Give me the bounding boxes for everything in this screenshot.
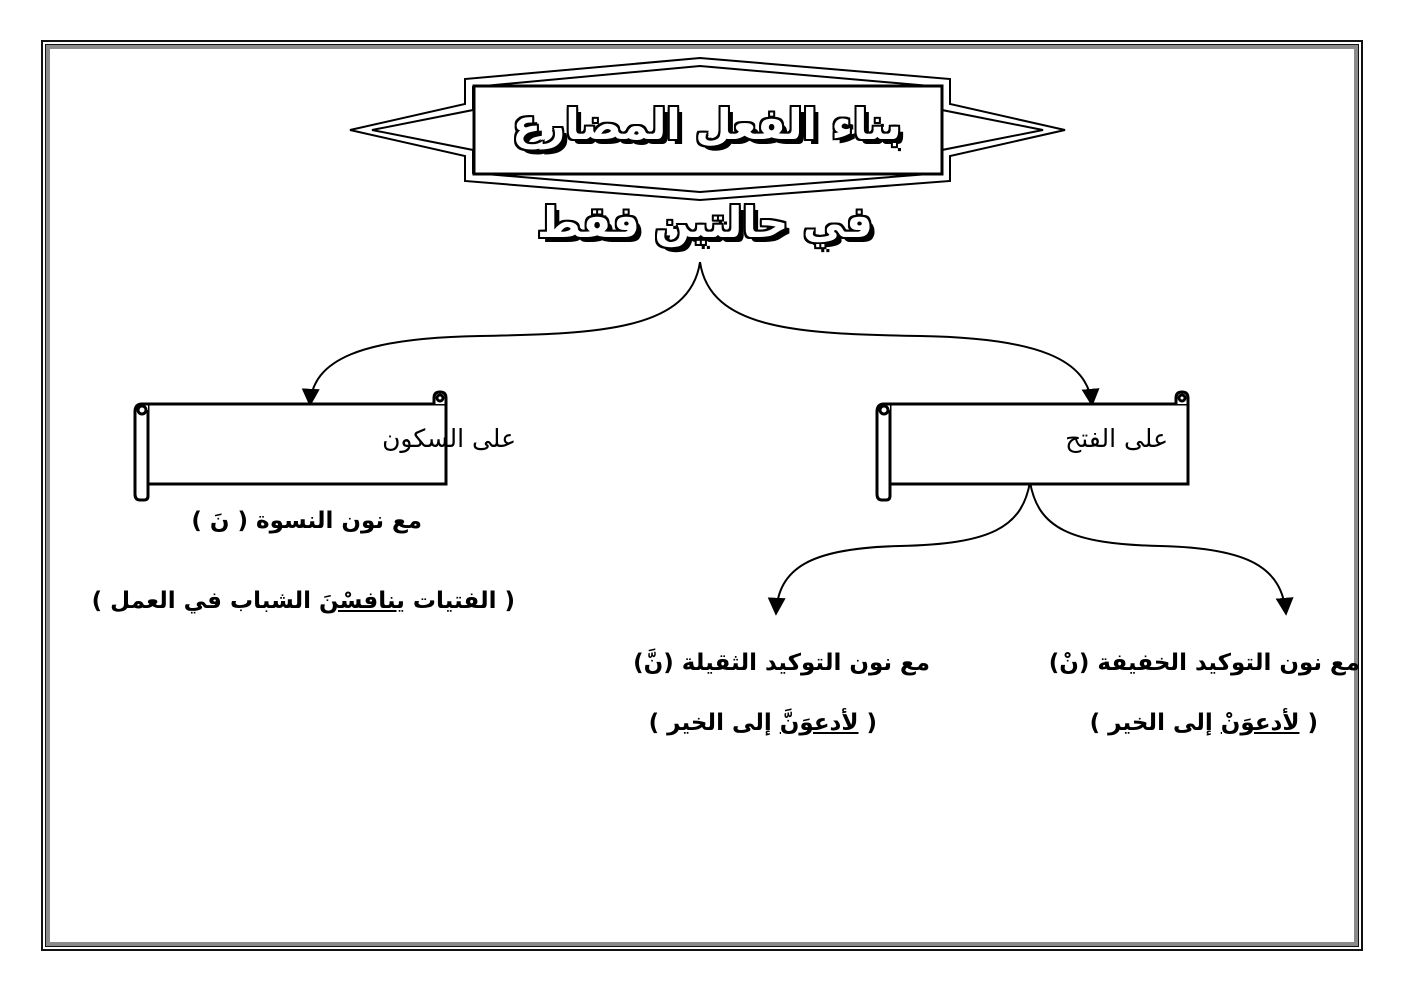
label-sukun: على السكون [382,424,516,453]
condition-heavy-noon: مع نون التوكيد الثقيلة (نَّ) [633,650,930,676]
condition-light-noon: مع نون التوكيد الخفيفة (نْ) [1048,650,1360,676]
example-heavy-open: ( [858,710,877,736]
example-light-close: إلى الخير ) [1089,710,1221,736]
scroll-fath [875,390,1190,502]
title-subtitle: في حالتين فقط [537,198,873,247]
condition-sukun: مع نون النسوة ( نَ ) [191,508,422,534]
example-sukun-close: الشباب في العمل ) [91,588,320,614]
example-light-verb: لأدعوَنْ [1220,710,1300,736]
scroll-sukun [133,390,448,502]
example-sukun: ( الفتيات ينافسْنَ الشباب في العمل ) [70,588,515,614]
example-heavy-verb: لأدعوَنَّ [779,710,859,736]
example-light-open: ( [1299,710,1318,736]
example-heavy-noon: ( لأدعوَنَّ إلى الخير ) [615,710,877,736]
title-banner [349,56,1066,202]
example-sukun-verb: ينافسْنَ [319,588,405,614]
title-main: بناء الفعل المضارع [512,100,902,149]
connector-fath [767,481,1294,616]
label-fath: على الفتح [1065,424,1168,453]
example-sukun-open: ( الفتيات [404,588,515,614]
connector-top [301,261,1100,407]
example-heavy-close: إلى الخير ) [648,710,780,736]
inner-frame [45,44,1359,947]
example-light-noon: ( لأدعوَنْ إلى الخير ) [1060,710,1318,736]
